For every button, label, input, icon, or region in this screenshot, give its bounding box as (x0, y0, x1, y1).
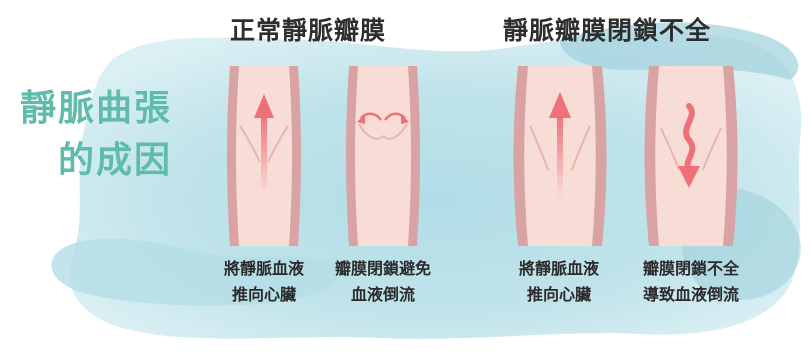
vein-insufficient-flow (513, 66, 607, 246)
caption-line: 血液倒流 (350, 285, 415, 304)
caption-insufficient-flow: 將靜脈血液 推向心臟 (494, 256, 624, 308)
caption-insufficient-backflow: 瓣膜閉鎖不全 導致血液倒流 (626, 256, 756, 308)
caption-line: 推向心臟 (231, 285, 296, 304)
caption-line: 導致血液倒流 (642, 285, 739, 304)
up-arrow-icon (254, 94, 274, 194)
caption-line: 瓣膜閉鎖不全 (642, 259, 739, 278)
caption-line: 瓣膜閉鎖避免 (334, 259, 431, 278)
caption-line: 將靜脈血液 (223, 259, 304, 278)
vein-normal-flow (227, 66, 301, 246)
up-arrow-icon (549, 92, 571, 198)
caption-normal-valve-closed: 瓣膜閉鎖避免 血液倒流 (318, 256, 448, 308)
title-line-2: 的成因 (57, 140, 172, 181)
spread-arrows-icon (357, 112, 409, 124)
caption-line: 將靜脈血液 (518, 259, 599, 278)
section-heading-insufficient: 靜脈瓣膜閉鎖不全 (503, 16, 712, 45)
vein-normal-valve-closed (346, 66, 420, 246)
vein-insufficient-backflow (644, 66, 738, 246)
wavy-down-arrow-icon (678, 103, 700, 188)
caption-normal-flow: 將靜脈血液 推向心臟 (199, 256, 329, 308)
caption-line: 推向心臟 (526, 285, 591, 304)
section-heading-normal: 正常靜脈瓣膜 (230, 16, 387, 45)
title-line-1: 靜脈曲張 (19, 88, 172, 129)
